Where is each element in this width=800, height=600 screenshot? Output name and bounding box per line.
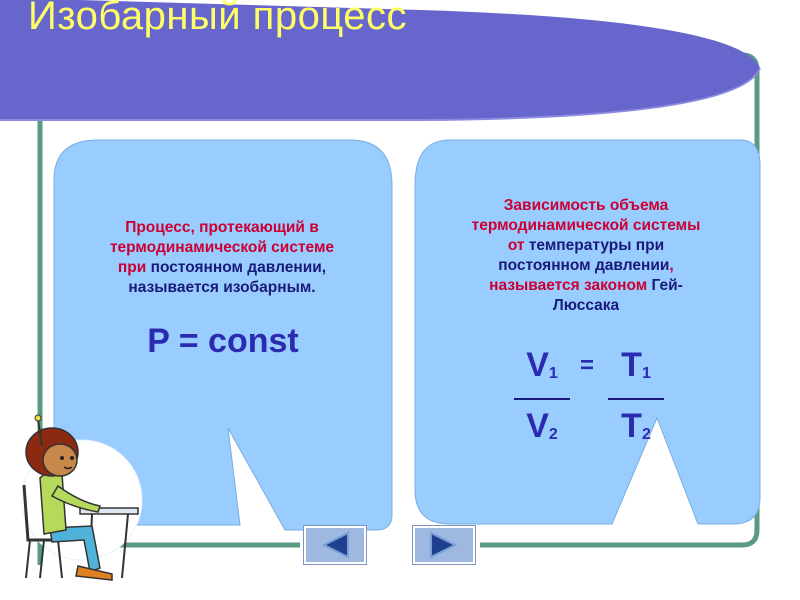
slide-title: Изобарный процесс — [28, 0, 408, 38]
left-line-2: термодинамической системе — [109, 239, 335, 256]
right-speech-bubble — [414, 139, 761, 525]
left-speech-bubble — [53, 139, 393, 531]
right-line-4: постоянном давлении — [498, 257, 670, 274]
triangle-left-icon — [321, 531, 349, 559]
fraction-line — [514, 398, 570, 400]
t2-subscript: 2 — [641, 426, 651, 443]
right-line-1: Зависимость объема — [503, 197, 669, 214]
right-line-2: термодинамической системы — [471, 217, 701, 234]
next-slide-button[interactable] — [413, 526, 475, 564]
isobaric-formula: P = const — [147, 322, 299, 360]
v1-symbol: V — [526, 346, 549, 384]
left-line-3a: при — [117, 259, 151, 276]
t1-subscript: 1 — [641, 365, 651, 382]
right-line-3a: от — [507, 237, 529, 254]
left-line-4: называется изобарным. — [128, 279, 316, 296]
left-definition-text: Процесс, протекающий в термодинамической… — [72, 218, 372, 298]
left-line-1: Процесс, протекающий в — [125, 219, 319, 236]
student-at-desk-clipart — [21, 414, 143, 581]
temperature-fraction: T1 T2 — [608, 345, 664, 455]
t2-symbol: T — [621, 407, 642, 445]
right-line-3b: температуры при — [528, 237, 665, 254]
v2-symbol: V — [526, 407, 549, 445]
right-line-5b: Гей- — [651, 277, 683, 294]
right-line-4-comma: , — [669, 257, 674, 274]
fraction-line — [608, 398, 664, 400]
triangle-right-icon — [430, 531, 458, 559]
v1-subscript: 1 — [548, 365, 558, 382]
title-banner — [0, 0, 760, 120]
volume-fraction: V1 V2 — [514, 345, 570, 455]
right-line-6: Люссака — [552, 297, 620, 314]
right-line-5a: называется законом — [489, 277, 652, 294]
previous-slide-button[interactable] — [304, 526, 366, 564]
left-line-3b: постоянном давлении, — [150, 259, 327, 276]
v2-subscript: 2 — [548, 426, 558, 443]
right-definition-text: Зависимость объема термодинамической сис… — [430, 196, 742, 316]
equals-sign: = — [580, 352, 595, 379]
t1-symbol: T — [621, 346, 642, 384]
